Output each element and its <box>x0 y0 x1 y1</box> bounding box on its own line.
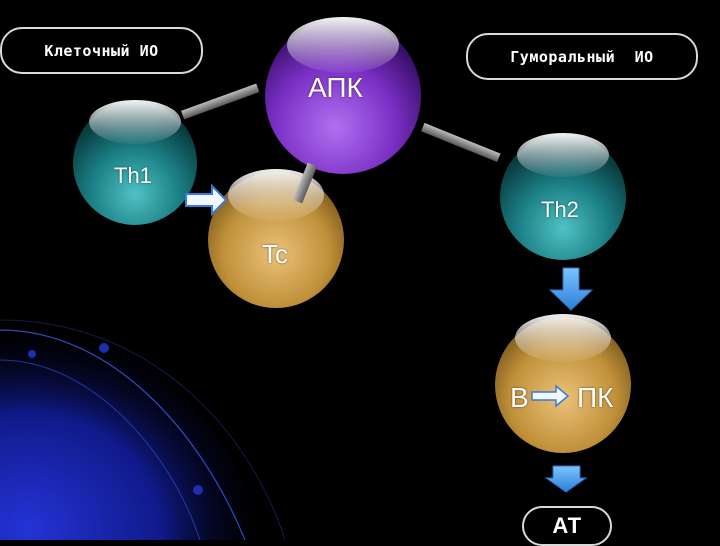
b-label: B <box>510 382 529 413</box>
apc-node <box>265 17 421 174</box>
humoral-immunity-label: Гуморальный ИО <box>466 33 698 80</box>
antibodies-label: АТ <box>522 506 612 546</box>
b-pc-node <box>495 314 631 453</box>
connector-th1-apc <box>181 83 260 120</box>
pc-label: ПК <box>577 382 614 413</box>
arrow-down-small-icon <box>544 465 588 493</box>
th2-label: Th2 <box>541 197 579 222</box>
tc-label: Tc <box>262 239 288 269</box>
cellular-immunity-label: Клеточный ИО <box>0 27 203 74</box>
arrow-down-icon <box>548 267 594 311</box>
th1-node <box>73 100 197 225</box>
tc-node <box>208 169 344 308</box>
apc-label: АПК <box>308 72 363 103</box>
th2-node <box>500 133 626 260</box>
connector-apc-tc <box>292 162 318 204</box>
th1-label: Th1 <box>114 163 152 188</box>
arrow-right-icon <box>185 183 228 217</box>
space-decoration <box>0 309 286 540</box>
connector-apc-th2 <box>421 122 501 162</box>
arrow-b-pc-icon <box>531 384 570 408</box>
